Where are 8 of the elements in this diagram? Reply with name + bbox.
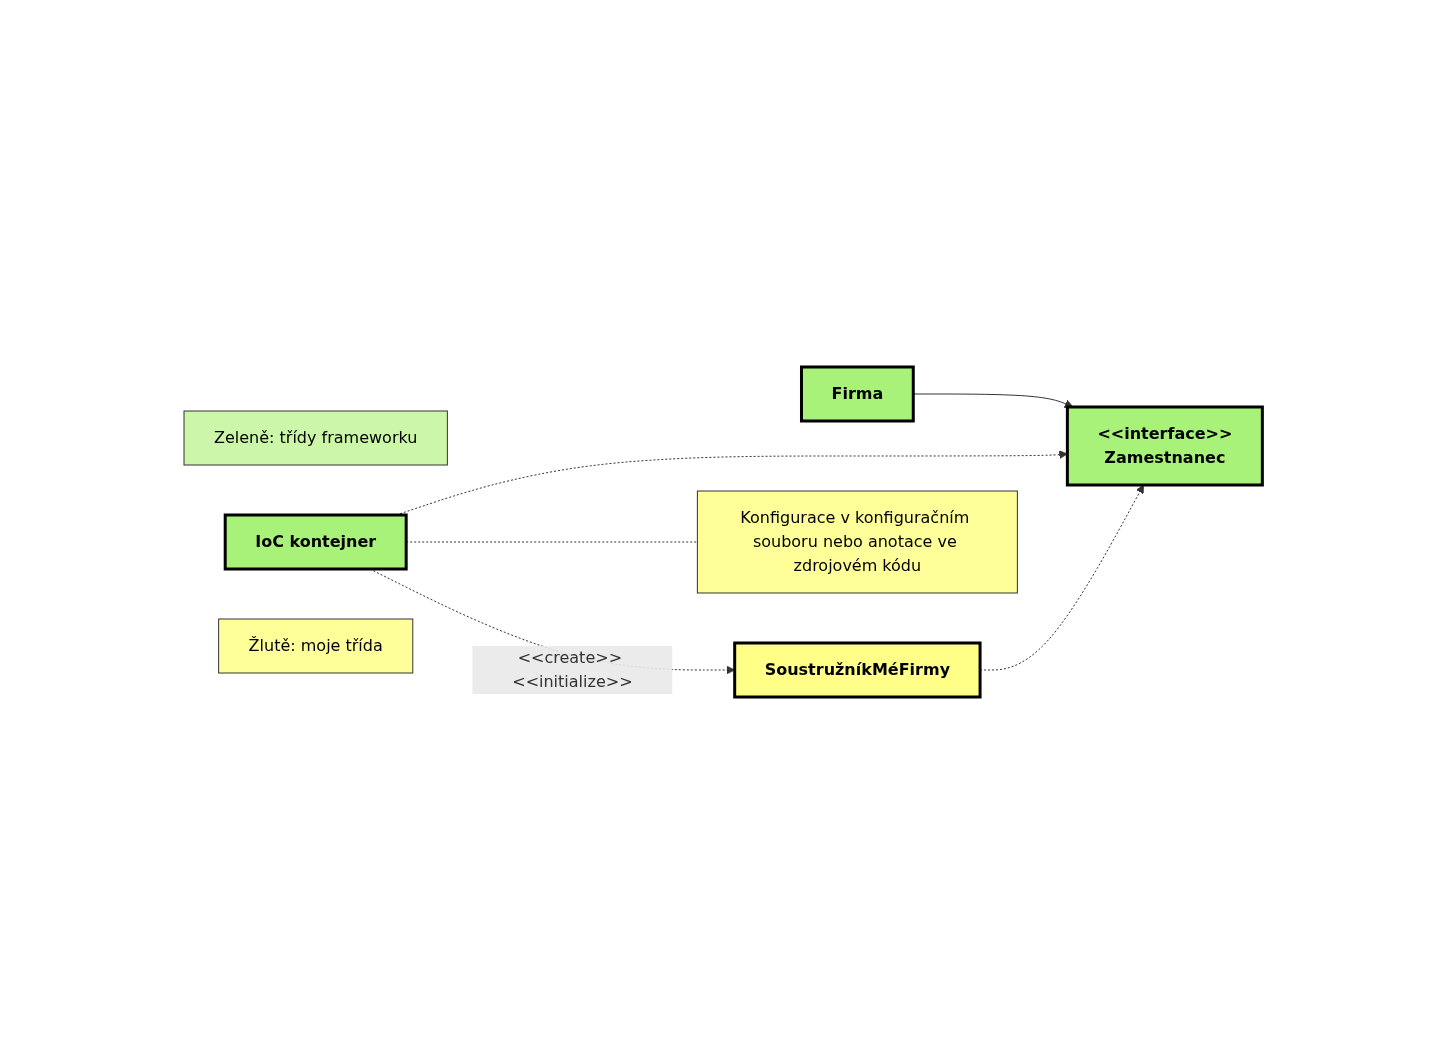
- node-box: <<interface>> Zamestnanec: [1065, 405, 1264, 486]
- node-box: Zeleně: třídy frameworku: [183, 410, 448, 465]
- node-box: Firma: [799, 365, 915, 422]
- node-box: SoustružníkMéFirmy: [733, 641, 982, 698]
- node-box: Žlutě: moje třída: [217, 618, 414, 673]
- node-box: Konfigurace v konfiguračním souboru nebo anotace ve zdrojovém kódu: [696, 490, 1018, 593]
- node-box: IoC kontejner: [223, 513, 408, 570]
- edge-label: <<create>> <<initialize>>: [512, 647, 633, 691]
